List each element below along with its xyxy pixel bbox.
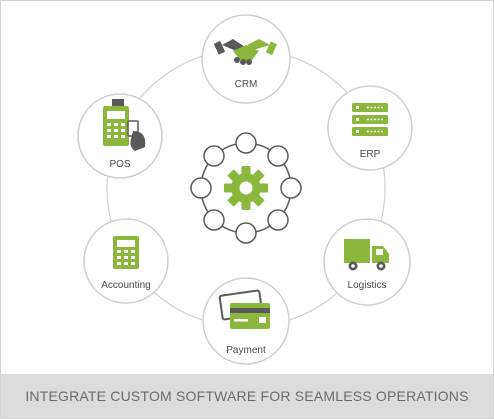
hub-satellite <box>203 209 225 231</box>
footer-banner: INTEGRATE CUSTOM SOFTWARE FOR SEAMLESS O… <box>1 374 493 418</box>
node-accounting: Accounting <box>83 218 169 304</box>
server-rack-icon <box>352 103 388 136</box>
node-crm: CRM <box>201 14 291 104</box>
node-label-logistics: Logistics <box>348 280 387 291</box>
hub-satellites <box>190 132 302 244</box>
footer-caption: INTEGRATE CUSTOM SOFTWARE FOR SEAMLESS O… <box>25 388 469 404</box>
hub-satellite <box>203 145 225 167</box>
node-payment: Payment <box>202 277 290 365</box>
hub-satellite <box>280 177 302 199</box>
credit-card-icon <box>218 289 270 329</box>
hub <box>190 132 302 244</box>
node-label-crm: CRM <box>235 79 258 90</box>
hub-satellite <box>267 209 289 231</box>
node-label-erp: ERP <box>360 149 381 160</box>
calculator-icon <box>113 236 139 269</box>
pos-terminal-icon <box>103 99 146 151</box>
handshake-icon <box>214 39 277 65</box>
gear-icon <box>224 166 268 210</box>
node-label-payment: Payment <box>226 345 266 356</box>
hub-satellite <box>190 177 212 199</box>
hub-satellite <box>235 222 257 244</box>
hub-satellite <box>235 132 257 154</box>
hub-satellite <box>267 145 289 167</box>
node-label-accounting: Accounting <box>101 280 150 291</box>
node-pos: POS <box>77 93 163 179</box>
node-erp: ERP <box>327 85 413 171</box>
node-logistics: Logistics <box>323 218 411 306</box>
integration-diagram: CRM ERP <box>77 14 413 365</box>
delivery-truck-icon <box>344 239 389 271</box>
node-label-pos: POS <box>109 159 130 170</box>
